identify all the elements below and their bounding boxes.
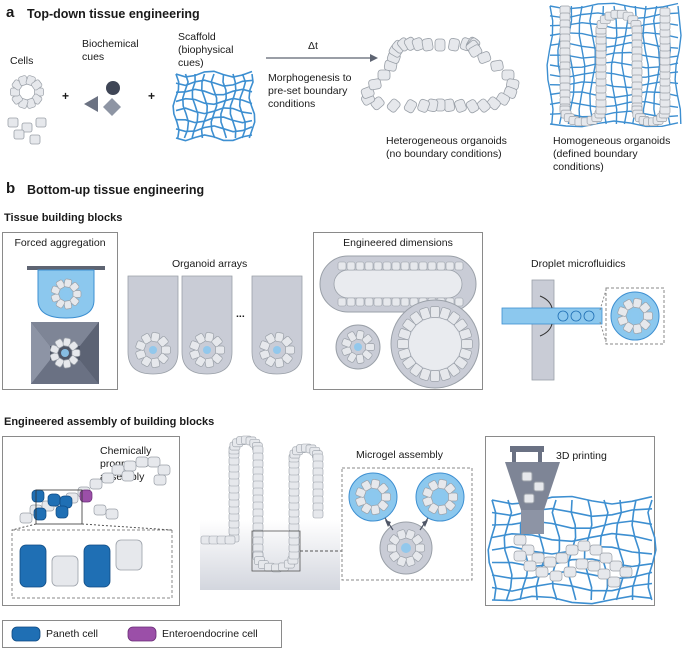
panel-a-drawings (7, 2, 682, 145)
ellipsis-label: ... (236, 308, 245, 320)
biochemical-cues-icon (84, 81, 121, 116)
3d-printing-label: 3D printing (556, 450, 607, 462)
microgel-assembly-icon (341, 467, 473, 581)
scaffold-mesh-icon (172, 70, 256, 142)
tissue-building-blocks-title: Tissue building blocks (4, 212, 123, 224)
chemically-programmed-assembly-icon (11, 456, 173, 599)
homogeneous-label: Homogeneous organoids (defined boundary … (553, 135, 671, 173)
panel-b-letter: b (6, 180, 16, 197)
plus-sign-2: + (148, 89, 156, 103)
droplet-microfluidics-label: Droplet microfluidics (531, 258, 626, 270)
engineered-dimensions-icon (319, 255, 480, 389)
engineered-assembly-title: Engineered assembly of building blocks (4, 416, 215, 428)
forced-aggregation-label: Forced aggregation (14, 237, 106, 249)
microgel-assembly-label: Microgel assembly (356, 449, 443, 461)
legend-enteroendocrine-label: Enteroendocrine cell (162, 628, 258, 640)
panel-b-title: Bottom-up tissue engineering (27, 183, 205, 197)
biochemical-cues-label: Biochemical cues (82, 38, 139, 63)
morphogenesis-label: Morphogenesis to pre-set boundary condit… (268, 72, 352, 110)
forced-aggregation-droplet-icon (27, 266, 105, 319)
scaffold-label: Scaffold (biophysical cues) (178, 31, 234, 69)
organoid-array-wells-icon (127, 275, 303, 375)
delta-t-arrow-icon (266, 54, 378, 62)
crypt-villus-icon (200, 435, 342, 590)
cell-ring-icon (10, 75, 44, 109)
droplet-microfluidics-icon (501, 279, 665, 381)
organoid-arrays-label: Organoid arrays (172, 258, 248, 270)
delta-t-label: Δt (308, 40, 318, 52)
heterogeneous-organoid-icon (360, 36, 520, 114)
homogeneous-organoid-icon (546, 2, 682, 128)
panel-a-letter: a (6, 4, 15, 21)
loose-cells-icon (7, 117, 47, 145)
heterogeneous-label: Heterogeneous organoids (no boundary con… (386, 135, 507, 160)
cells-label: Cells (10, 55, 34, 67)
panel-b-building-blocks (27, 255, 665, 389)
engineered-dimensions-label: Engineered dimensions (343, 237, 453, 249)
panel-a-title: Top-down tissue engineering (27, 7, 200, 21)
plus-sign-1: + (62, 89, 70, 103)
paneth-cell-icon (11, 626, 41, 642)
enteroendocrine-cell-icon (127, 626, 157, 642)
3d-printing-icon (487, 446, 657, 605)
pyramid-well-icon (31, 322, 99, 384)
legend-paneth-label: Paneth cell (46, 628, 98, 640)
